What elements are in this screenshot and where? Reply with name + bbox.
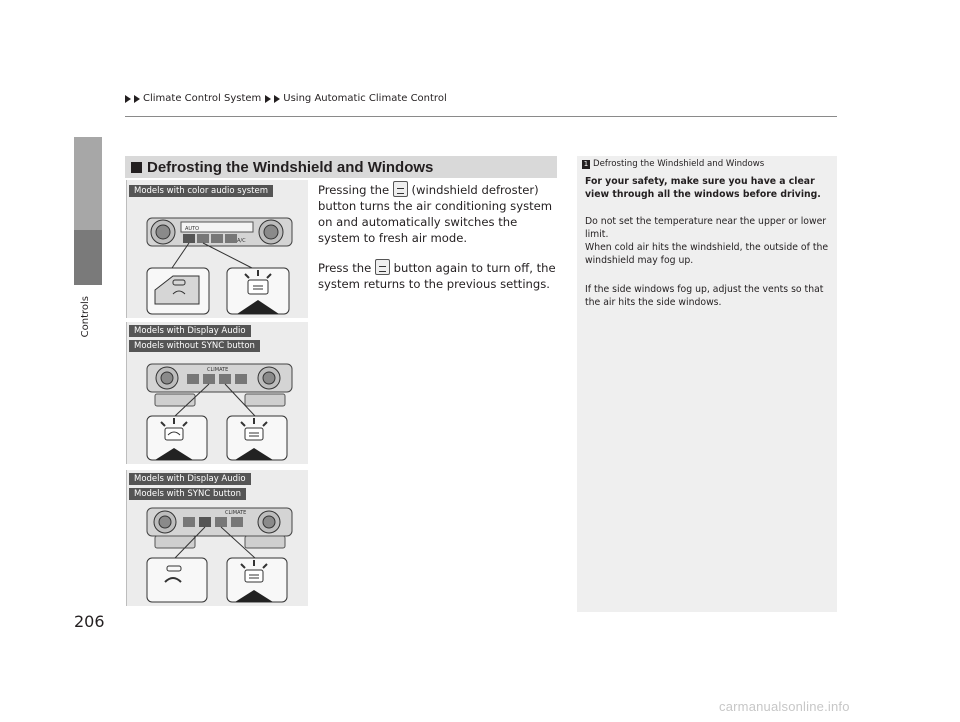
panel-text: AUTO bbox=[185, 226, 199, 232]
instruction-paragraph: Press the button again to turn off, the … bbox=[318, 259, 558, 292]
figure-label: Models with SYNC button bbox=[129, 488, 247, 500]
section-title: Defrosting the Windshield and Windows bbox=[147, 158, 434, 176]
panel-text: A/C bbox=[237, 238, 246, 244]
figure-label: Models with color audio system bbox=[129, 185, 274, 197]
breadcrumb-arrow-icon bbox=[125, 94, 131, 103]
chapter-tab-highlight bbox=[74, 137, 102, 230]
breadcrumb-item[interactable]: Climate Control System bbox=[143, 93, 262, 104]
note-heading: 1 Defrosting the Windshield and Windows bbox=[582, 159, 764, 169]
figure-label: Models with Display Audio bbox=[129, 473, 251, 485]
paragraph-text: Press the bbox=[318, 261, 375, 275]
safety-note: For your safety, make sure you have a cl… bbox=[585, 176, 821, 200]
panel-text: CLIMATE bbox=[207, 367, 228, 373]
chapter-label: Controls bbox=[80, 296, 91, 338]
front-defroster-icon bbox=[392, 181, 408, 197]
note-paragraph: When cold air hits the windshield, the o… bbox=[585, 242, 829, 266]
page-number: 206 bbox=[74, 612, 105, 631]
instruction-paragraph: Pressing the (windshield defroster) butt… bbox=[318, 181, 558, 246]
panel-text: CLIMATE bbox=[225, 510, 246, 516]
breadcrumb-arrow-icon bbox=[274, 94, 281, 103]
breadcrumb-arrow-icon bbox=[134, 94, 140, 103]
climate-panel-illustration: AUTO A/C bbox=[146, 217, 293, 315]
breadcrumb-arrow-icon bbox=[265, 94, 272, 103]
paragraph-text: button again to turn off, the system ret… bbox=[318, 261, 556, 291]
breadcrumb: Climate Control System Using Automatic C… bbox=[125, 93, 447, 104]
header-divider bbox=[125, 116, 837, 117]
figure-color-audio: Models with color audio system AUTO A/C bbox=[126, 180, 308, 318]
note-sidebar: 1 Defrosting the Windshield and Windows … bbox=[577, 156, 837, 612]
figure-display-audio-sync: Models with Display Audio Models with SY… bbox=[126, 470, 308, 606]
figure-label: Models without SYNC button bbox=[129, 340, 260, 352]
climate-panel-illustration: CLIMATE bbox=[146, 363, 293, 461]
note-paragraph: If the side windows fog up, adjust the v… bbox=[585, 284, 824, 308]
note-paragraph: Do not set the temperature near the uppe… bbox=[585, 216, 827, 240]
section-marker-icon bbox=[131, 161, 142, 173]
paragraph-text: Pressing the bbox=[318, 183, 393, 197]
front-defroster-icon bbox=[374, 259, 390, 275]
note-heading-text: Defrosting the Windshield and Windows bbox=[593, 159, 765, 169]
note-number: 1 bbox=[582, 159, 590, 169]
climate-panel-illustration: CLIMATE bbox=[146, 507, 293, 603]
figure-label: Models with Display Audio bbox=[129, 325, 251, 337]
section-heading: Defrosting the Windshield and Windows bbox=[125, 156, 557, 178]
watermark: carmanualsonline.info bbox=[719, 699, 850, 714]
figure-display-audio-no-sync: Models with Display Audio Models without… bbox=[126, 322, 308, 464]
breadcrumb-item[interactable]: Using Automatic Climate Control bbox=[283, 93, 447, 104]
paragraph-text: (windshield defroster) button turns the … bbox=[318, 183, 553, 245]
